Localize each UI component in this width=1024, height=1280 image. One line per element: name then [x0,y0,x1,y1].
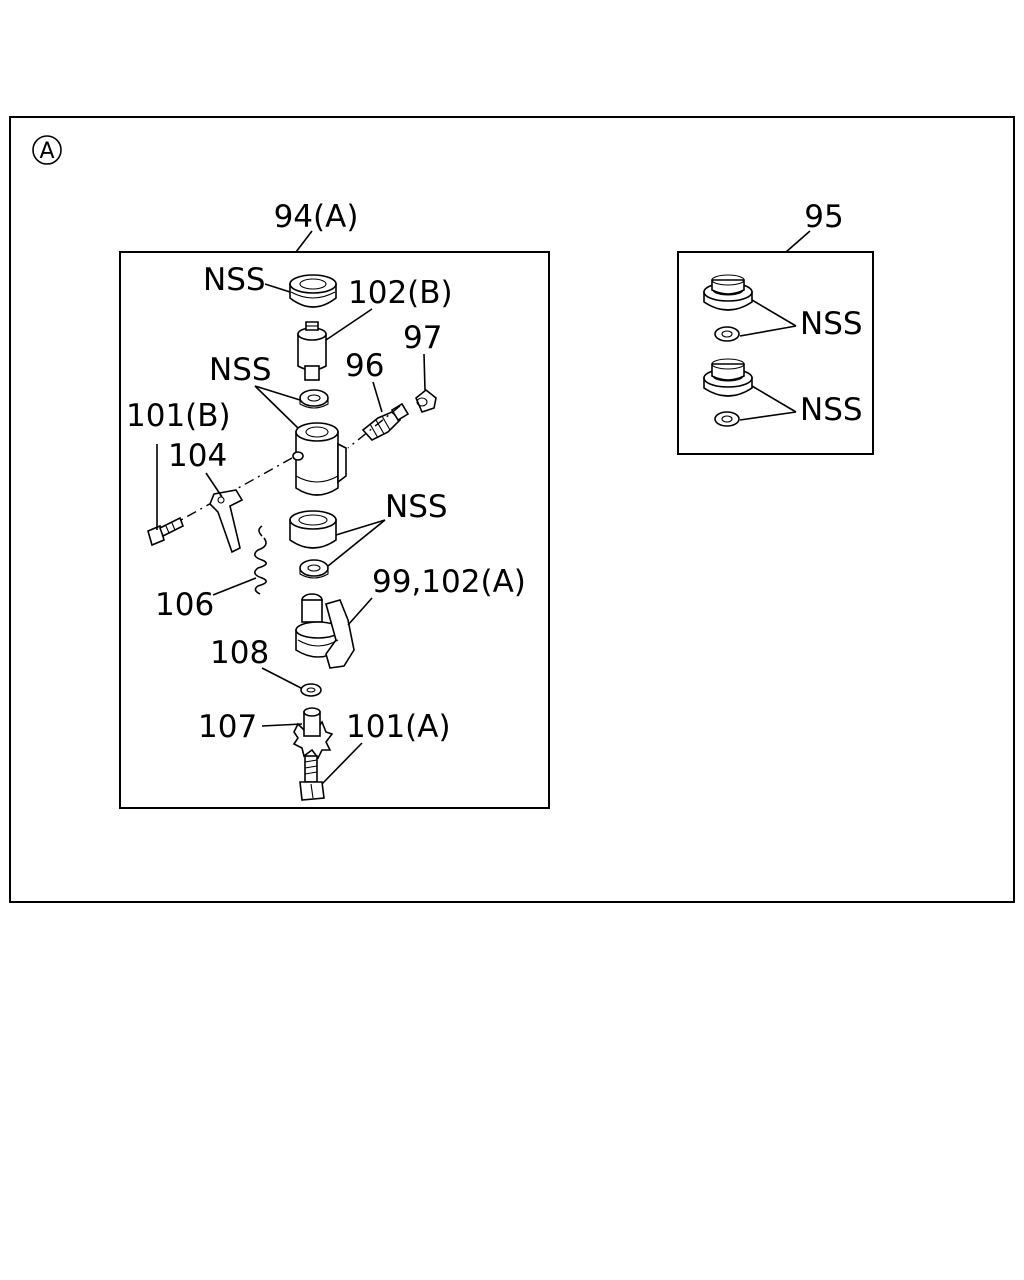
group-95: 95 NSS NSS [677,199,874,455]
group-95-box [677,251,874,455]
label-99-102a: 99,102(A) [372,564,526,600]
part-104 [209,489,244,554]
part-102b [297,321,327,381]
label-95-nss-upper: NSS [800,306,863,342]
group-95-title: 95 [804,199,843,235]
pump-body [292,422,347,496]
nss-mid-washer [299,389,329,409]
nss-lower-cup [289,510,337,549]
section-mark: A [32,135,62,165]
part-108 [300,683,322,697]
part-101a [299,755,325,801]
label-101b: 101(B) [126,398,231,434]
part-107 [292,707,334,760]
group-95-cup-upper [703,274,753,311]
label-97: 97 [403,320,442,356]
label-102b: 102(B) [348,275,453,311]
group-95-cup-lower [703,358,753,397]
label-106: 106 [155,587,214,623]
group-95-washer-upper [714,326,740,342]
section-mark-letter: A [39,139,54,164]
label-101a: 101(A) [346,709,451,745]
label-nss-lower: NSS [385,489,448,525]
label-nss-mid: NSS [209,352,272,388]
part-97 [415,388,437,413]
group-94a-box [119,251,550,809]
nss-lower-washer [299,559,329,579]
label-nss-top: NSS [203,262,266,298]
label-108: 108 [210,635,269,671]
part-96 [361,402,410,441]
part-99-102a [295,593,355,669]
part-106 [254,525,267,595]
group-95-washer-lower [714,411,740,427]
label-95-nss-lower: NSS [800,392,863,428]
outer-frame [9,116,1015,903]
group-94a: 94(A) NSS 102(B) NSS [119,199,550,809]
part-101b [147,516,185,547]
label-96: 96 [345,348,384,384]
label-104: 104 [168,438,227,474]
group-94a-title: 94(A) [274,199,359,235]
nss-top-cap [289,274,337,308]
label-107: 107 [198,709,257,745]
